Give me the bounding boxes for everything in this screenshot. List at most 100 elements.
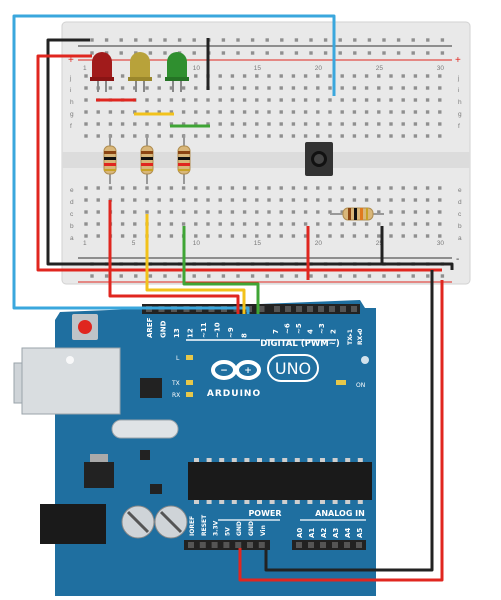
power-pin-label: IOREF bbox=[189, 516, 196, 536]
tx-pin-label: TX▸1 bbox=[347, 329, 354, 345]
column-number-bottom: 25 bbox=[376, 240, 384, 247]
column-number: 20 bbox=[315, 65, 323, 72]
digital-pin-label: AREF bbox=[146, 317, 154, 338]
analog-in-label: ANALOG IN bbox=[315, 509, 365, 518]
small-chip-2 bbox=[140, 450, 150, 460]
row-letter-top: f bbox=[70, 123, 72, 130]
row-letter-top-right: h bbox=[458, 99, 462, 106]
uno-model-text: UNO bbox=[275, 359, 311, 378]
rx-led-label: RX bbox=[172, 392, 180, 399]
wire-red-pin10[interactable] bbox=[108, 200, 240, 314]
led-yellow[interactable] bbox=[128, 52, 152, 92]
row-letter-top: h bbox=[70, 99, 74, 106]
power-pin-label: 3.3V bbox=[213, 520, 220, 536]
power-pin-label: RESET bbox=[201, 514, 208, 536]
svg-text:−: − bbox=[220, 366, 228, 376]
tx-led-label: TX bbox=[171, 380, 180, 387]
small-chip bbox=[150, 484, 162, 494]
row-letter-bottom: b bbox=[70, 223, 74, 230]
resistor-2[interactable] bbox=[140, 134, 154, 184]
digital-pwm-label: DIGITAL (PWM~) bbox=[260, 339, 340, 349]
on-led-label: ON bbox=[356, 382, 365, 389]
row-letter-bottom: e bbox=[70, 187, 74, 194]
digital-pin-label: GND bbox=[160, 320, 168, 338]
top-plus-sign: + bbox=[68, 55, 74, 66]
resistor-1[interactable] bbox=[103, 134, 117, 184]
crystal bbox=[111, 419, 179, 439]
led-green[interactable] bbox=[165, 52, 189, 92]
row-letter-top: j bbox=[69, 75, 71, 82]
digital-pin-label: ~6 bbox=[284, 323, 292, 334]
power-pin-label: Vin bbox=[260, 525, 267, 536]
row-letter-bottom-right: e bbox=[458, 187, 462, 194]
column-number-bottom: 30 bbox=[437, 240, 445, 247]
wire-yellow-pin9[interactable] bbox=[145, 214, 246, 314]
usb-chip bbox=[140, 378, 162, 398]
row-letter-top-right: i bbox=[458, 87, 459, 94]
led-red[interactable] bbox=[90, 52, 114, 92]
arduino-infinity-logo: − + bbox=[211, 360, 261, 380]
row-letter-bottom-right: d bbox=[458, 199, 462, 206]
push-button[interactable] bbox=[305, 142, 333, 176]
row-letter-top-right: j bbox=[457, 75, 459, 82]
analog-pin-label: A3 bbox=[332, 528, 340, 538]
wire-black-gnd-rail[interactable] bbox=[46, 38, 454, 270]
breadboard-center-channel bbox=[62, 152, 470, 168]
row-letter-bottom: a bbox=[70, 235, 74, 242]
l-led-label: L bbox=[176, 355, 180, 362]
row-letter-top-right: g bbox=[458, 111, 462, 118]
column-number: 30 bbox=[437, 65, 445, 72]
row-letter-bottom-right: a bbox=[458, 235, 462, 242]
bottom-minus-sign: - bbox=[456, 254, 459, 265]
column-number-bottom: 20 bbox=[315, 240, 323, 247]
power-pin-label: 5V bbox=[224, 527, 231, 536]
wire-red-to-5v[interactable] bbox=[238, 280, 444, 582]
atmega-chip bbox=[188, 462, 372, 500]
column-number: 10 bbox=[193, 65, 201, 72]
digital-pin-label: 12 bbox=[187, 328, 195, 338]
digital-pin-label: ~9 bbox=[227, 327, 235, 338]
top-plus-sign-right: + bbox=[455, 55, 461, 66]
resistor-horizontal[interactable] bbox=[330, 207, 384, 221]
analog-header bbox=[292, 540, 366, 550]
power-jack[interactable] bbox=[40, 504, 106, 544]
power-pin-label: GND bbox=[248, 521, 255, 536]
digital-pin-label: ~11 bbox=[200, 322, 208, 338]
resistor-3[interactable] bbox=[177, 134, 191, 184]
wire-green-pin8[interactable] bbox=[182, 226, 260, 314]
column-number: 15 bbox=[254, 65, 262, 72]
row-letter-bottom-right: b bbox=[458, 223, 462, 230]
rx-pin-label: RX◂0 bbox=[357, 329, 364, 345]
breadboard: jjiihhggffeeddccbbaa11551010151520202525… bbox=[61, 21, 471, 285]
svg-text:+: + bbox=[244, 366, 252, 376]
wire-red-5v-rail[interactable] bbox=[36, 54, 442, 272]
column-number-bottom: 1 bbox=[83, 240, 87, 247]
wire-blue-button-to-pin9[interactable] bbox=[12, 14, 336, 314]
row-letter-bottom: d bbox=[70, 199, 74, 206]
digital-pin-label: ~10 bbox=[214, 322, 222, 338]
row-letter-top: i bbox=[70, 87, 71, 94]
row-letter-top: g bbox=[70, 111, 74, 118]
digital-pin-label: 8 bbox=[241, 333, 249, 338]
voltage-regulator bbox=[84, 462, 114, 488]
digital-pin-label: ~5 bbox=[295, 323, 303, 334]
row-letter-top-right: f bbox=[458, 123, 460, 130]
digital-pin-label: 7 bbox=[272, 329, 280, 334]
analog-pin-label: A1 bbox=[308, 528, 316, 538]
column-number-bottom: 5 bbox=[132, 240, 136, 247]
analog-pin-label: A5 bbox=[356, 528, 364, 538]
arduino-uno-board: − + ARDUINO UNO DIGITAL (PWM~) POWER ANA… bbox=[13, 300, 376, 596]
column-number: 1 bbox=[83, 65, 87, 72]
digital-pin-label: 2 bbox=[330, 329, 338, 334]
analog-pin-label: A4 bbox=[344, 528, 352, 538]
arduino-logo-text: ARDUINO bbox=[207, 389, 261, 399]
digital-header-right bbox=[270, 304, 360, 314]
row-letter-bottom-right: c bbox=[458, 211, 462, 218]
analog-pin-label: A0 bbox=[296, 528, 304, 538]
power-pin-label: GND bbox=[236, 521, 243, 536]
power-label: POWER bbox=[248, 509, 281, 518]
column-number-bottom: 15 bbox=[254, 240, 262, 247]
breadboard-labels: jjiihhggffeeddccbbaa11551010151520202525… bbox=[69, 65, 462, 247]
wire-black-to-gnd[interactable] bbox=[264, 270, 434, 572]
